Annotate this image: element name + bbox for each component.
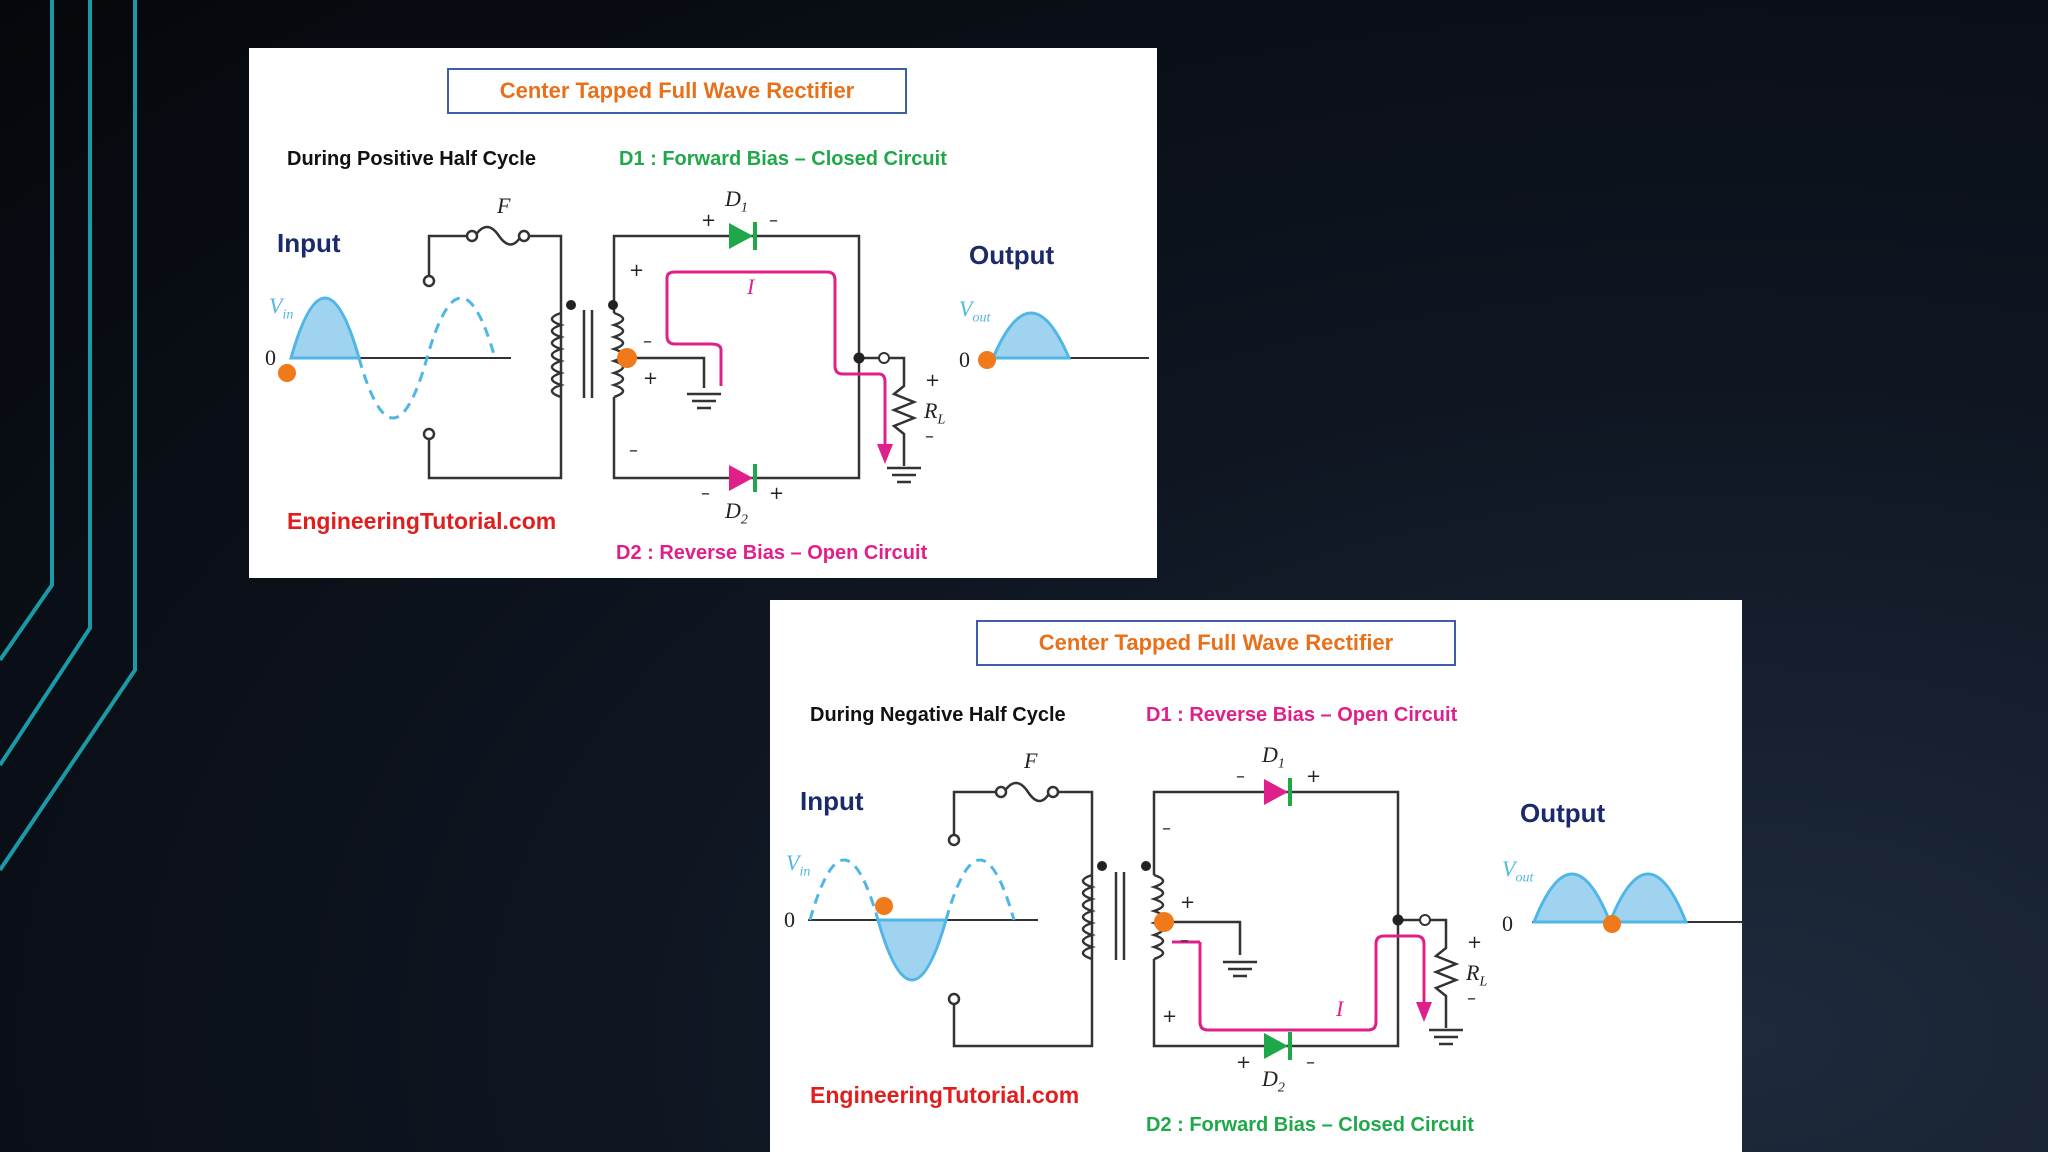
panel1-sec-top-plus: + [629, 260, 645, 281]
panel2-sec-bottom-plus: + [1162, 1006, 1178, 1027]
panel2-cycle-label: During Negative Half Cycle [810, 704, 1066, 726]
panel1-input-zero: 0 [265, 345, 276, 370]
d1-diode-symbol [1264, 779, 1288, 805]
panel1-d2-status: D2 : Reverse Bias – Open Circuit [616, 542, 928, 564]
panel1-current-label: I [747, 274, 755, 299]
d2-diode-symbol [1264, 1033, 1288, 1059]
panel1-output-label: Output [969, 240, 1055, 270]
panel2-d2-minus: – [1306, 1052, 1315, 1073]
panel2-sec-top-minus: – [1162, 818, 1171, 839]
panel1-d2-minus: – [701, 483, 710, 504]
output-lobe-1 [1531, 872, 1613, 924]
current-path [1198, 934, 1426, 1032]
panel2-fuse-label: F [1024, 748, 1038, 773]
panel2-output-label: Output [1520, 798, 1606, 828]
panel1-sec-mid-plus: + [643, 368, 659, 389]
panel1-vout-label: Vout [959, 296, 991, 326]
panel1-fuse-label: F [497, 193, 511, 218]
panel2-d1-status: D1 : Reverse Bias – Open Circuit [1146, 704, 1458, 726]
panel1-load-label: RL [924, 398, 946, 428]
panel1-d1-plus: + [701, 210, 717, 231]
panel2-d2-label: D2 [1262, 1066, 1285, 1096]
positive-half-cycle-panel: Center Tapped Full Wave Rectifier During… [249, 48, 1157, 578]
panel1-title: Center Tapped Full Wave Rectifier [447, 68, 907, 114]
d1-diode-symbol [729, 223, 753, 249]
positive-circuit-diagram [278, 222, 1149, 492]
panel2-d2-status: D2 : Forward Bias – Closed Circuit [1146, 1114, 1474, 1136]
input-marker [278, 364, 296, 382]
decorative-lines [0, 0, 137, 872]
panel1-d1-label: D1 [725, 186, 748, 216]
panel1-d2-plus: + [769, 483, 785, 504]
panel1-sec-mid-minus: – [643, 331, 652, 352]
input-positive-lobe [289, 296, 361, 360]
output-lobe [990, 311, 1072, 360]
panel2-output-zero: 0 [1502, 911, 1513, 936]
panel1-cycle-label: During Positive Half Cycle [287, 148, 536, 170]
centertap-marker [1154, 912, 1174, 932]
d2-diode-symbol [729, 465, 753, 491]
panel1-load-plus: + [925, 370, 941, 391]
panel1-input-label: Input [277, 228, 341, 258]
panel2-title: Center Tapped Full Wave Rectifier [976, 620, 1456, 666]
panel2-sec-mid-plus: + [1180, 892, 1196, 913]
panel2-input-label: Input [800, 786, 864, 816]
panel2-load-label: RL [1466, 960, 1488, 990]
output-lobe-2 [1607, 872, 1689, 924]
panel2-load-plus: + [1467, 932, 1483, 953]
panel1-sec-bottom-minus: – [629, 440, 638, 461]
panel1-brand: EngineeringTutorial.com [287, 508, 557, 534]
panel2-load-minus: – [1467, 988, 1476, 1009]
input-negative-lobe [876, 918, 948, 982]
panel1-load-minus: – [925, 426, 934, 447]
panel2-d1-label: D1 [1262, 742, 1285, 772]
centertap-marker [617, 348, 637, 368]
input-marker [875, 897, 893, 915]
panel2-brand: EngineeringTutorial.com [810, 1082, 1080, 1108]
negative-circuit-diagram [808, 778, 1742, 1060]
panel2-d1-plus: + [1306, 766, 1322, 787]
panel2-input-zero: 0 [784, 907, 795, 932]
output-marker [978, 351, 996, 369]
panel1-vin-label: Vin [269, 293, 294, 323]
panel2-vin-label: Vin [786, 850, 811, 880]
current-path [665, 270, 887, 452]
panel2-vout-label: Vout [1502, 856, 1534, 886]
panel1-d1-minus: – [769, 210, 778, 231]
panel1-d1-status: D1 : Forward Bias – Closed Circuit [619, 148, 947, 170]
panel2-d1-minus: – [1236, 766, 1245, 787]
panel1-d2-label: D2 [725, 498, 748, 528]
output-marker [1603, 915, 1621, 933]
input-dashed-wave [808, 858, 880, 921]
panel1-output-zero: 0 [959, 347, 970, 372]
panel2-d2-plus: + [1236, 1052, 1252, 1073]
negative-half-cycle-panel: Center Tapped Full Wave Rectifier During… [770, 600, 1742, 1152]
panel2-current-label: I [1336, 996, 1344, 1021]
input-dashed-wave [357, 296, 497, 420]
panel2-sec-mid-minus: – [1180, 930, 1189, 951]
transformer [1081, 790, 1400, 1048]
